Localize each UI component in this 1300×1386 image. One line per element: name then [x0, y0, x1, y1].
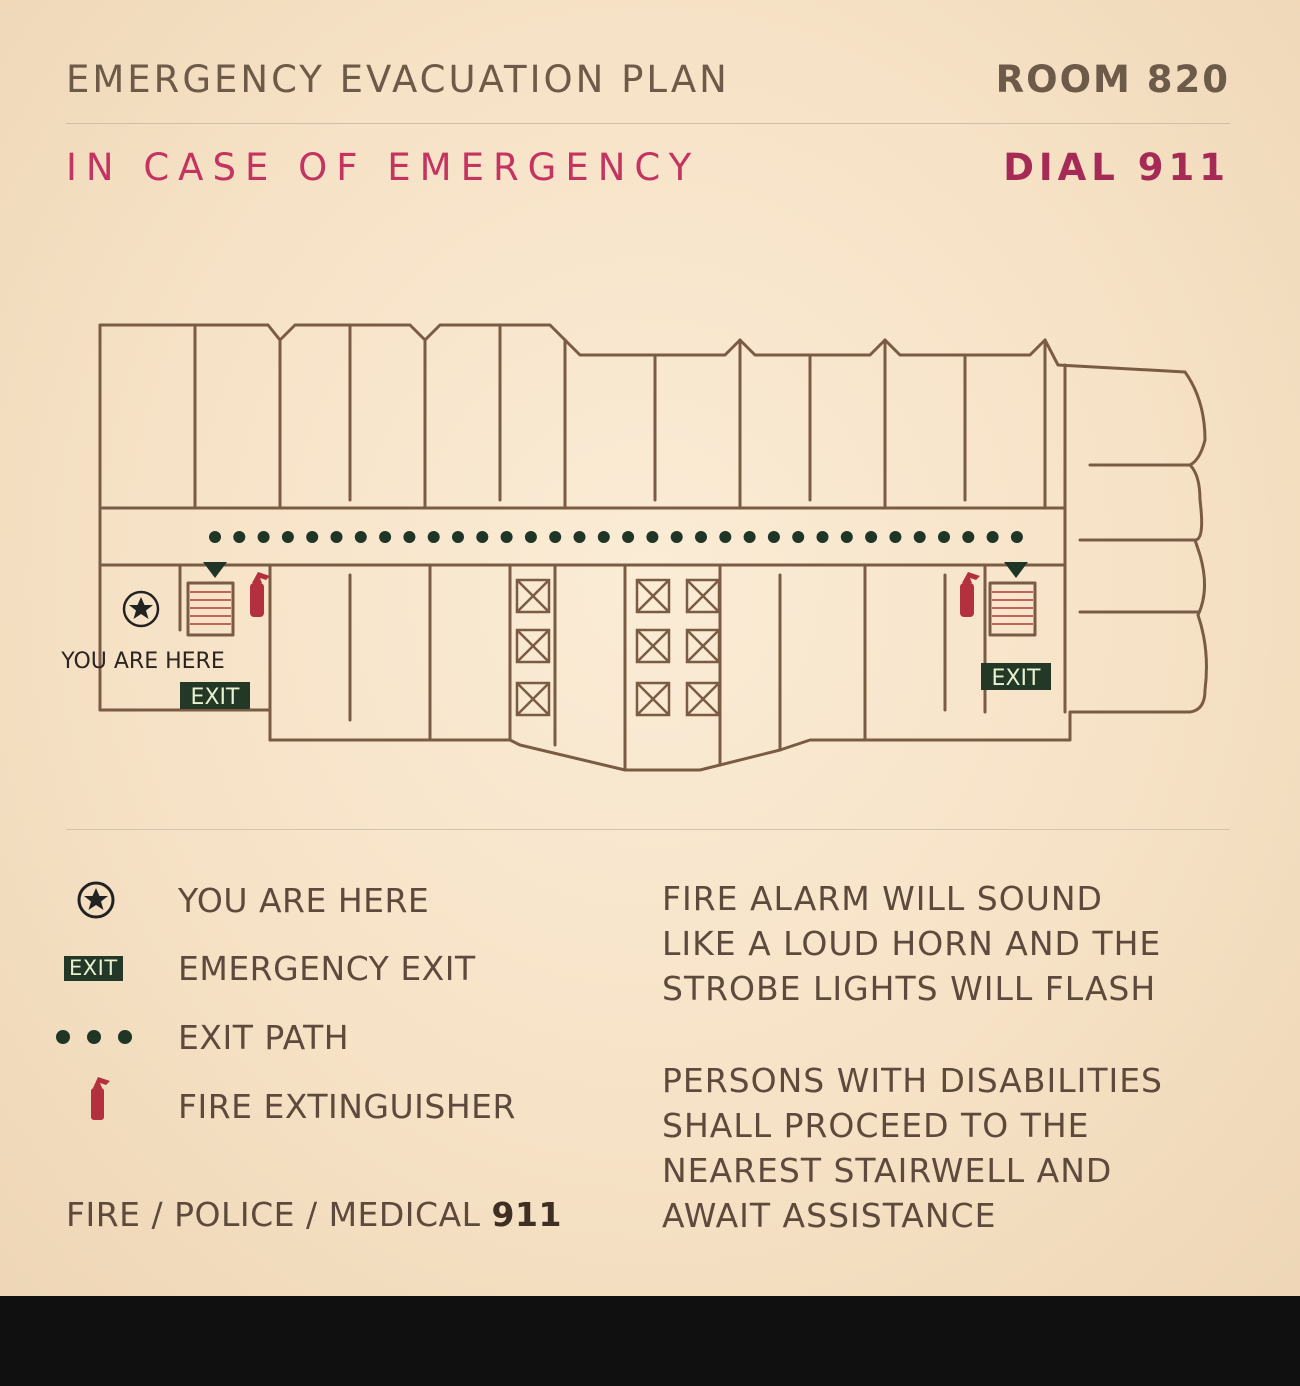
exit-path-dots — [209, 531, 1023, 543]
exit-path-dot — [986, 531, 999, 543]
exit-path-dot — [257, 531, 270, 543]
elevator-icon — [635, 578, 671, 614]
map-exit-label: EXIT — [992, 666, 1041, 691]
phone-prefix: FIRE / POLICE / MEDICAL — [66, 1195, 481, 1234]
exit-path-dot — [597, 531, 610, 543]
room-number: ROOM 820 — [995, 58, 1230, 101]
exit-path-dot — [524, 531, 537, 543]
exit-path-dot — [938, 531, 950, 543]
exit-path-dot — [743, 531, 756, 543]
exit-sign-icon: EXIT — [981, 663, 1051, 691]
map-exit-label: EXIT — [191, 685, 240, 710]
elevator-icon — [685, 681, 721, 717]
stairs-icon — [186, 581, 235, 637]
emergency-row: IN CASE OF EMERGENCY DIAL 911 — [66, 146, 1230, 189]
elevator-icon — [685, 578, 721, 614]
exit-path-dot — [792, 531, 805, 543]
phone-number: 911 — [491, 1195, 562, 1234]
exit-path-dot — [209, 531, 221, 543]
bottom-strip — [0, 1296, 1300, 1386]
exit-path-dot — [889, 531, 902, 543]
exit-path-dot — [500, 531, 513, 543]
exit-path-dot — [767, 531, 780, 543]
disability-line: SHALL PROCEED TO THE — [662, 1106, 1090, 1145]
exit-path-dot — [233, 531, 246, 543]
elevator-icon — [515, 681, 551, 717]
elevator-icon — [515, 628, 551, 664]
disability-line: PERSONS WITH DISABILITIES — [662, 1061, 1164, 1100]
exit-path-dot — [719, 531, 732, 543]
exit-path-dot — [840, 531, 853, 543]
exit-sign-icon: EXIT — [180, 682, 250, 710]
legend-exit-path: EXIT PATH — [178, 1018, 350, 1057]
star-circle-icon — [77, 881, 115, 919]
exit-path-dot — [403, 531, 416, 543]
disability-line: NEAREST STAIRWELL AND — [662, 1151, 1113, 1190]
elevator-icon — [635, 681, 671, 717]
exit-path-dot — [354, 531, 367, 543]
exit-path-dots-legend — [56, 1030, 132, 1044]
building-outline — [98, 323, 1208, 772]
alarm-info: FIRE ALARM WILL SOUND LIKE A LOUD HORN A… — [662, 876, 1161, 1011]
legend-emergency-exit: EMERGENCY EXIT — [178, 949, 476, 988]
exit-path-dot — [573, 531, 586, 543]
exit-path-dot — [962, 531, 975, 543]
fire-extinguisher-icon — [250, 572, 270, 617]
elevator-icon — [685, 628, 721, 664]
legend-you-are-here: YOU ARE HERE — [178, 881, 430, 920]
dial-number: DIAL 911 — [1003, 146, 1230, 189]
disability-info: PERSONS WITH DISABILITIES SHALL PROCEED … — [662, 1058, 1163, 1238]
you-are-here-label: YOU ARE HERE — [60, 649, 225, 674]
evacuation-sign: EMERGENCY EVACUATION PLAN ROOM 820 IN CA… — [0, 0, 1300, 1296]
exit-path-dot — [865, 531, 878, 543]
sign-title-row: EMERGENCY EVACUATION PLAN ROOM 820 — [66, 58, 1230, 101]
exit-path-dot — [306, 531, 319, 543]
exit-path-dot — [695, 531, 707, 543]
exit-path-dot — [427, 531, 440, 543]
legend-exit-icon: EXIT — [64, 956, 123, 981]
exit-path-dot — [622, 531, 635, 543]
disability-line: AWAIT ASSISTANCE — [662, 1196, 997, 1235]
floor-plan: YOU ARE HERE EXIT EXIT — [56, 323, 1208, 1120]
exit-path-dot — [330, 531, 343, 543]
legend-divider — [66, 829, 1230, 830]
exit-path-dot — [549, 531, 562, 543]
alarm-line: FIRE ALARM WILL SOUND — [662, 879, 1103, 918]
elevator-bank — [515, 578, 721, 717]
arrow-down-icon — [1004, 562, 1028, 578]
exit-path-dot — [646, 531, 659, 543]
exit-path-dot — [379, 531, 392, 543]
exit-path-dot — [476, 531, 489, 543]
exit-path-dot — [913, 531, 926, 543]
exit-path-dot — [452, 531, 464, 543]
sign-title: EMERGENCY EVACUATION PLAN — [66, 58, 730, 101]
exit-path-dot — [816, 531, 829, 543]
alarm-line: LIKE A LOUD HORN AND THE — [662, 924, 1162, 963]
arrow-down-icon — [203, 562, 227, 578]
stairs-icon — [988, 581, 1037, 637]
header-divider — [66, 123, 1230, 124]
exit-path-dot — [1010, 531, 1023, 543]
emergency-text: IN CASE OF EMERGENCY — [66, 146, 701, 189]
fire-extinguisher-icon — [960, 572, 980, 617]
legend-fire-extinguisher: FIRE EXTINGUISHER — [178, 1087, 516, 1126]
alarm-line: STROBE LIGHTS WILL FLASH — [662, 969, 1157, 1008]
exit-path-dot — [281, 531, 294, 543]
emergency-phone-line: FIRE / POLICE / MEDICAL 911 — [66, 1195, 562, 1234]
you-are-here-marker — [122, 590, 160, 628]
elevator-icon — [635, 628, 671, 664]
elevator-icon — [515, 578, 551, 614]
fire-extinguisher-icon — [91, 1077, 110, 1120]
exit-path-dot — [670, 531, 683, 543]
